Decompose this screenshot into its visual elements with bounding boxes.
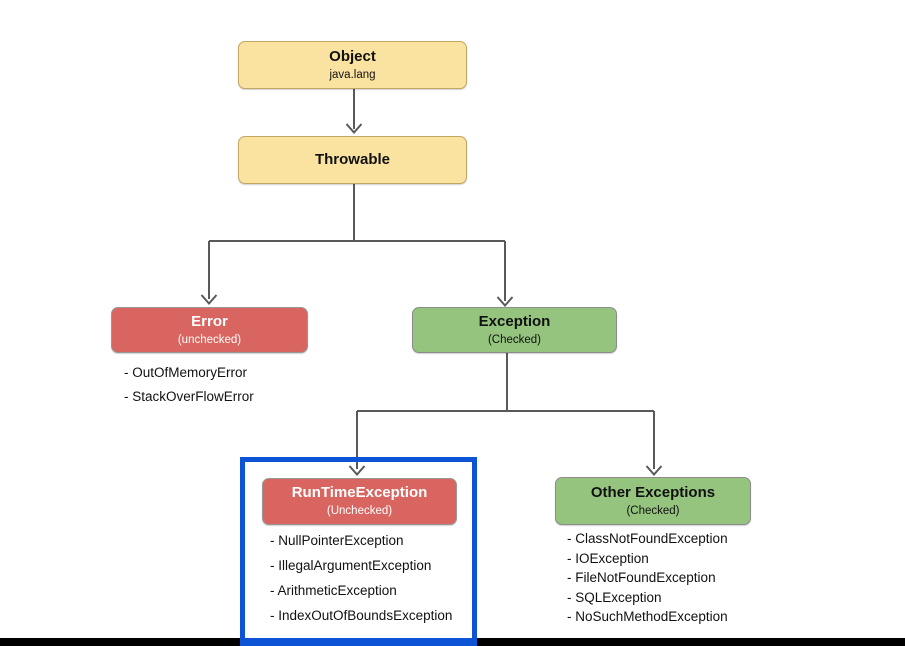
node-error-sublabel: (unchecked) bbox=[177, 333, 242, 346]
list-item: - OutOfMemoryError bbox=[124, 365, 248, 380]
list-item: - IndexOutOfBoundsException bbox=[270, 608, 453, 623]
node-exception: Exception (Checked) bbox=[412, 307, 617, 353]
list-item: - ArithmeticException bbox=[270, 583, 397, 598]
list-item: - ClassNotFoundException bbox=[567, 531, 728, 546]
highlight-rectangle bbox=[240, 457, 477, 646]
node-exception-sublabel: (Checked) bbox=[487, 333, 542, 346]
node-object-label: Object bbox=[329, 47, 376, 65]
list-item: - StackOverFlowError bbox=[124, 389, 254, 404]
connector-throwable-children bbox=[208, 184, 506, 301]
list-item: - IllegalArgumentException bbox=[270, 558, 432, 573]
error-examples-list: - OutOfMemoryError - StackOverFlowError bbox=[124, 361, 254, 409]
list-item: - FileNotFoundException bbox=[567, 570, 716, 585]
node-other-exceptions: Other Exceptions (Checked) bbox=[555, 477, 751, 525]
node-runtime-exception: RunTimeException (Unchecked) bbox=[262, 478, 457, 525]
other-examples-list: - ClassNotFoundException - IOException -… bbox=[567, 529, 728, 627]
node-object: Object java.lang bbox=[238, 41, 467, 89]
list-item: - IOException bbox=[567, 550, 649, 566]
node-error: Error (unchecked) bbox=[111, 307, 308, 353]
node-other-sublabel: (Checked) bbox=[626, 504, 680, 517]
node-throwable-label: Throwable bbox=[314, 150, 390, 168]
node-other-label: Other Exceptions bbox=[590, 483, 716, 501]
node-throwable: Throwable bbox=[238, 136, 467, 184]
runtime-examples-list: - NullPointerException - IllegalArgument… bbox=[270, 528, 452, 628]
arrowhead-other bbox=[645, 465, 663, 477]
arrowhead-exception bbox=[496, 296, 514, 308]
connector-exception-children bbox=[356, 353, 655, 469]
list-item: - SQLException bbox=[567, 589, 662, 605]
node-error-label: Error bbox=[191, 312, 228, 330]
list-item: - NoSuchMethodException bbox=[567, 609, 728, 624]
arrowhead-runtime bbox=[348, 465, 366, 477]
node-runtime-sublabel: (Unchecked) bbox=[326, 505, 393, 518]
list-item: - NullPointerException bbox=[270, 533, 404, 548]
node-exception-label: Exception bbox=[478, 312, 551, 330]
node-runtime-label: RunTimeException bbox=[291, 484, 428, 502]
arrowhead-throwable bbox=[345, 123, 363, 135]
arrowhead-error bbox=[200, 294, 218, 306]
node-object-sublabel: java.lang bbox=[329, 68, 376, 81]
